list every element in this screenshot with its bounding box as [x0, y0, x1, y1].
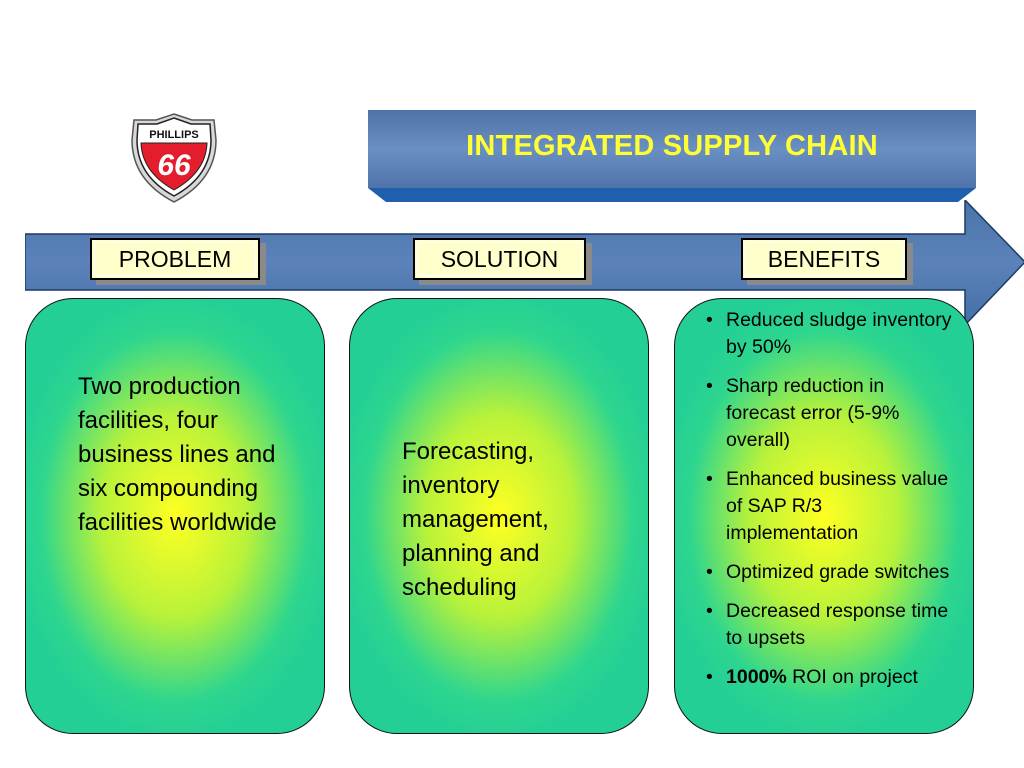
benefit-text: Sharp reduction in forecast error (5-9% …	[726, 375, 900, 451]
benefits-label-text: BENEFITS	[741, 238, 907, 280]
benefit-text: ROI on project	[786, 666, 918, 688]
benefit-item: •Decreased response time to upsets	[706, 600, 949, 649]
phillips-66-logo: PHILLIPS 66	[131, 113, 217, 203]
problem-label-text: PROBLEM	[90, 238, 260, 280]
title-banner	[368, 110, 976, 202]
solution-panel	[349, 298, 649, 734]
benefit-item: •1000% ROI on project	[706, 666, 918, 688]
benefit-bold-text: 1000%	[726, 666, 787, 688]
logo-number: 66	[157, 149, 191, 182]
benefit-text: Optimized grade switches	[726, 561, 950, 583]
solution-label: SOLUTION	[413, 238, 592, 285]
benefits-label: BENEFITS	[741, 238, 913, 285]
problem-text: Two production facilities, four business…	[78, 373, 277, 536]
problem-label: PROBLEM	[90, 238, 266, 285]
benefit-text: Decreased response time to upsets	[726, 600, 949, 649]
page-title: INTEGRATED SUPPLY CHAIN	[466, 130, 878, 162]
benefit-item: •Optimized grade switches	[706, 561, 950, 583]
benefits-list: •Reduced sludge inventory by 50% •Sharp …	[706, 307, 956, 703]
benefit-item: •Enhanced business value of SAP R/3 impl…	[706, 468, 949, 544]
problem-panel	[25, 298, 325, 734]
benefit-item: •Reduced sludge inventory by 50%	[706, 309, 952, 358]
benefits-panel	[674, 298, 974, 734]
benefit-item: •Sharp reduction in forecast error (5-9%…	[706, 375, 900, 451]
solution-label-text: SOLUTION	[413, 238, 586, 280]
solution-text: Forecasting, inventory management, plann…	[402, 438, 549, 601]
logo-top-text: PHILLIPS	[149, 129, 199, 141]
benefit-text: Enhanced business value of SAP R/3 imple…	[726, 468, 949, 544]
benefit-text: Reduced sludge inventory by 50%	[726, 309, 952, 358]
